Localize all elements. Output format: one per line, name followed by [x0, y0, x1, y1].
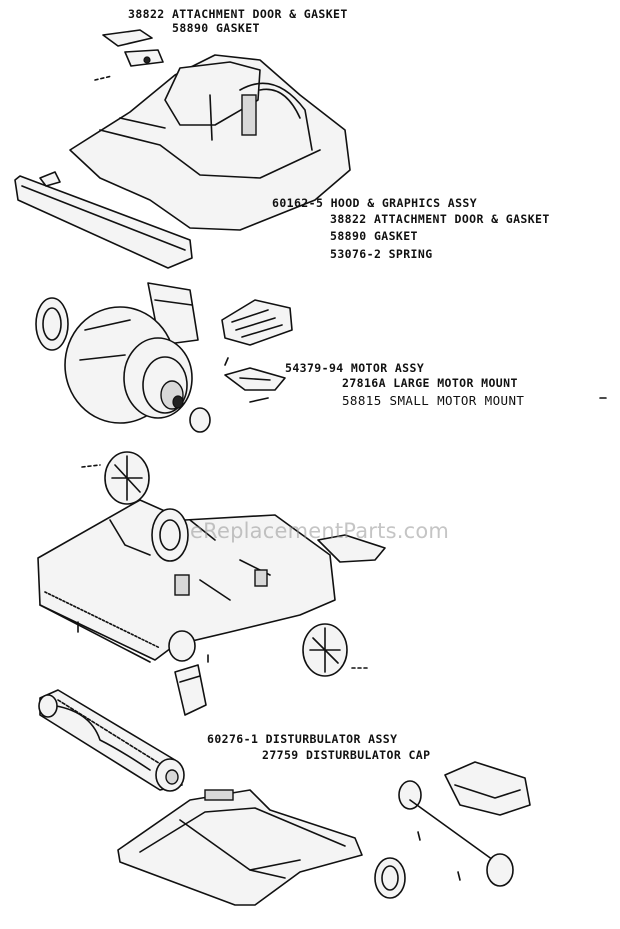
label-motor-assy: 54379-94 MOTOR ASSY	[285, 361, 425, 375]
disturbulator-cap-part	[174, 664, 207, 716]
label-gasket: 58890 GASKET	[330, 229, 418, 243]
hood-assembly-part	[14, 54, 351, 269]
label-gasket-top: 58890 GASKET	[172, 21, 260, 35]
motor-assembly-part	[35, 282, 211, 433]
label-small-motor-mount: 58815 SMALL MOTOR MOUNT	[342, 393, 525, 408]
bottom-plate-part	[117, 789, 363, 906]
attachment-door-part	[94, 29, 164, 81]
disturbulator-assembly-part	[38, 689, 185, 792]
label-hood-assy: 60162-5 HOOD & GRAPHICS ASSY	[272, 196, 478, 210]
label-attachment-door: 38822 ATTACHMENT DOOR & GASKET	[330, 212, 550, 226]
label-large-motor-mount: 27816A LARGE MOTOR MOUNT	[342, 376, 518, 390]
rear-wheel-assembly-part	[374, 761, 531, 899]
label-disturbulator-cap: 27759 DISTURBULATOR CAP	[262, 748, 431, 762]
base-nozzle-part	[37, 451, 386, 677]
label-disturbulator-assy: 60276-1 DISTURBULATOR ASSY	[207, 732, 398, 746]
label-spring: 53076-2 SPRING	[330, 247, 433, 261]
label-attachment-door-top: 38822 ATTACHMENT DOOR & GASKET	[128, 7, 348, 21]
watermark-text: eReplacementParts.com	[190, 519, 450, 543]
motor-mount-part	[221, 299, 293, 403]
